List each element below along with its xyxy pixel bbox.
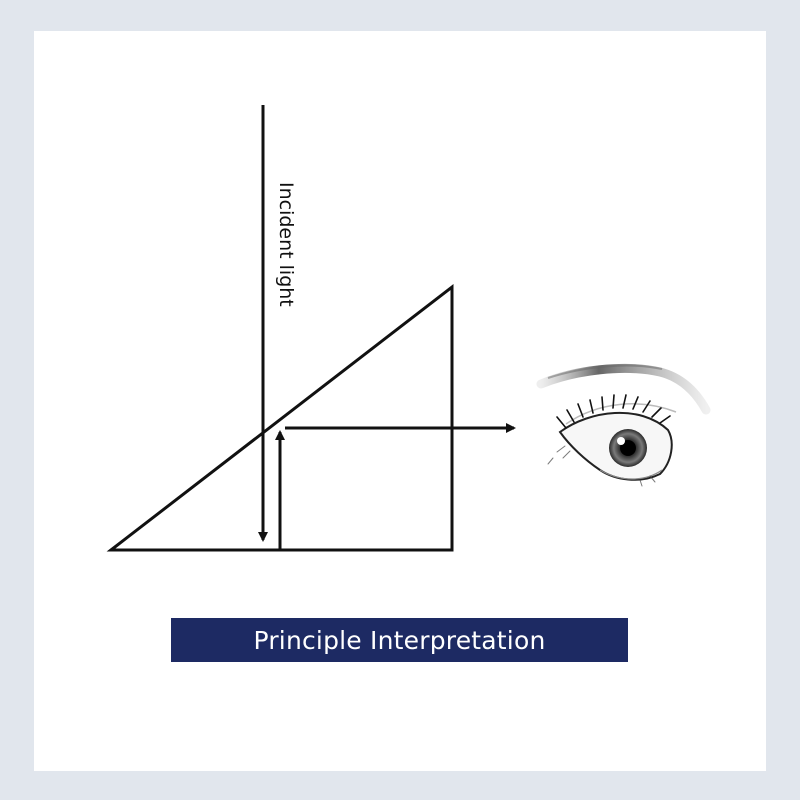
caption-title: Principle Interpretation	[253, 625, 546, 655]
incident-light-label: Incident light	[275, 182, 297, 307]
eye-icon	[536, 363, 711, 487]
caption-bar: Principle Interpretation	[171, 618, 628, 662]
